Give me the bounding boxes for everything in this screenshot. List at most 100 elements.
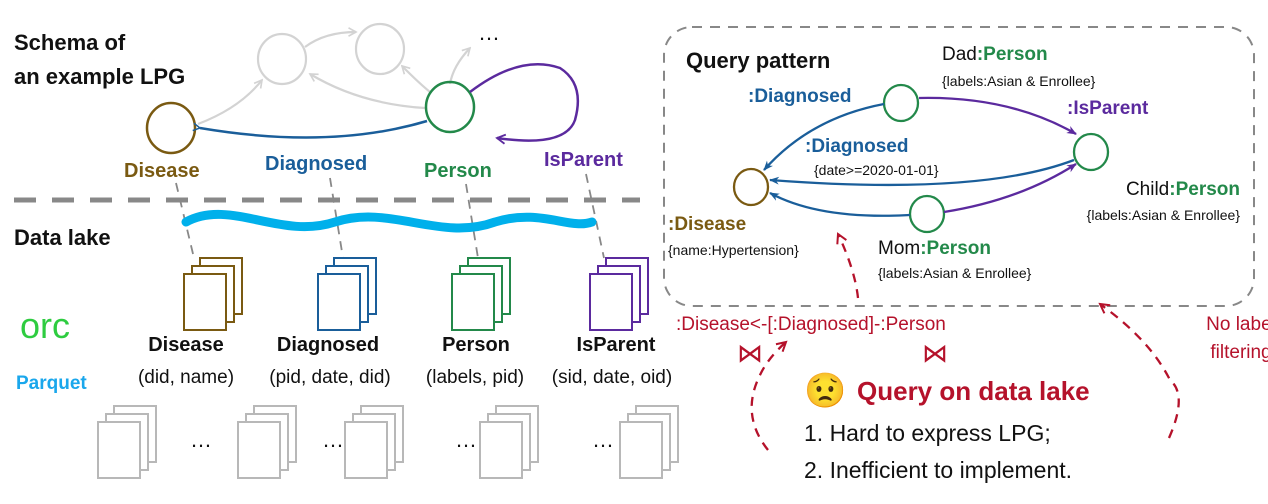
schema-label-disease: Disease [124, 160, 200, 182]
file-page-icon [183, 273, 227, 331]
query-label-diagnosed-1: :Diagnosed [748, 86, 851, 107]
table-name-person: Person [442, 334, 510, 356]
mom-type: :Person [920, 238, 991, 259]
lake-wave [181, 209, 597, 233]
mom-var: Mom [878, 238, 920, 259]
query-label-child: Child:Person [1126, 179, 1240, 200]
more-ellipsis-4: … [592, 427, 614, 452]
query-props-mom: {labels:Asian & Enrollee} [878, 265, 1032, 281]
red-arrow-to-disease-pattern [838, 234, 860, 299]
file-stack-disease-icon [183, 257, 243, 331]
ghost-edge-node1-to-node2 [304, 32, 356, 48]
table-columns-person: (labels, pid) [426, 367, 524, 388]
schema-label-diagnosed: Diagnosed [265, 153, 367, 175]
file-stack-diagnosed-icon [317, 257, 377, 331]
schema-section: Schema of an example LPG … Disease Diagn… [14, 20, 623, 182]
file-stack-person-icon [451, 257, 511, 331]
more-file-stacks [97, 405, 679, 479]
dad-var: Dad [942, 44, 977, 65]
join-symbol-1: ⋈ [737, 338, 763, 368]
no-label-line1: No label [1206, 314, 1268, 335]
red-arrow-to-join-expr [750, 342, 786, 451]
ghost-edge-person-to-node2 [402, 66, 431, 93]
problem-title: Query on data lake [857, 376, 1090, 406]
file-stack-isparent-icon [589, 257, 649, 331]
file-page-icon [317, 273, 361, 331]
query-edge-mom-diagnosed [769, 191, 911, 217]
more-ellipsis-2: … [322, 427, 344, 452]
file-page-icon [479, 421, 523, 479]
mapping-line-person [465, 183, 479, 259]
query-label-mom: Mom:Person [878, 238, 991, 259]
file-stack-more-icon [479, 405, 539, 479]
query-label-dad: Dad:Person [942, 44, 1048, 65]
more-ellipsis-3: … [455, 427, 477, 452]
mapping-line-isparent [585, 173, 605, 259]
file-page-icon [97, 421, 141, 479]
format-orc-logo: orc [20, 305, 70, 346]
file-stack-more-icon [344, 405, 404, 479]
dad-type: :Person [977, 44, 1048, 65]
schema-node-person [424, 80, 476, 134]
ghost-node-2 [354, 22, 406, 76]
problem-item-1: 1. Hard to express LPG; [804, 420, 1051, 446]
query-edge-dad-diagnosed [763, 102, 885, 171]
query-node-child [1072, 132, 1110, 172]
more-ellipsis-1: … [190, 427, 212, 452]
query-label-isparent: :IsParent [1067, 98, 1149, 119]
query-pattern-panel: Query pattern Dad:Person {labels:Asian &… [663, 26, 1255, 307]
data-lake-problem: :Disease<-[:Diagnosed]-:Person ⋈ ⋈ No la… [676, 234, 1268, 483]
file-page-icon [451, 273, 495, 331]
format-parquet-logo: Parquet [16, 373, 87, 394]
query-pattern-frame [663, 26, 1255, 307]
schema-title-line2: an example LPG [14, 64, 185, 89]
query-pattern-title: Query pattern [686, 48, 830, 73]
file-stack-more-icon [97, 405, 157, 479]
query-props-diagnosed-2: {date>=2020-01-01} [814, 162, 939, 178]
ghost-edge-person-up [448, 48, 470, 85]
query-label-diagnosed-2: :Diagnosed [805, 136, 908, 157]
file-stack-more-icon [237, 405, 297, 479]
query-edge-child-diagnosed [769, 158, 1075, 187]
table-columns-disease: (did, name) [138, 367, 234, 388]
schema-edge-isparent [469, 62, 580, 140]
schema-edge-diagnosed [200, 119, 428, 139]
query-label-disease: :Disease [668, 214, 746, 235]
schema-label-person: Person [424, 160, 492, 182]
problem-item-2: 2. Inefficient to implement. [804, 457, 1072, 483]
ghost-subgraph [197, 22, 470, 126]
file-page-icon [619, 421, 663, 479]
red-arrow-no-label-filtering [1100, 304, 1180, 439]
table-columns-isparent: (sid, date, oid) [552, 367, 672, 388]
query-edge-dad-isparent-child [918, 96, 1077, 135]
ghost-edge-person-to-node1 [310, 73, 426, 110]
ghost-edge-disease-to-node1 [197, 80, 262, 126]
file-page-icon [237, 421, 281, 479]
child-var: Child [1126, 179, 1169, 200]
data-lake-title: Data lake [14, 225, 111, 250]
table-file-stacks [183, 257, 649, 331]
join-expression: :Disease<-[:Diagnosed]-:Person [676, 314, 946, 335]
table-columns-diagnosed: (pid, date, did) [269, 367, 390, 388]
schema-node-disease [145, 101, 197, 155]
schema-ellipsis: … [478, 20, 500, 45]
table-name-diagnosed: Diagnosed [277, 334, 379, 356]
query-props-child: {labels:Asian & Enrollee} [1087, 207, 1241, 223]
file-stack-more-icon [619, 405, 679, 479]
table-name-isparent: IsParent [577, 334, 656, 356]
file-page-icon [589, 273, 633, 331]
data-lake-section: Data lake orc Parquet Disease Diagnosed … [14, 209, 679, 479]
query-node-mom [908, 194, 946, 234]
query-props-disease: {name:Hypertension} [668, 242, 799, 258]
schema-title-line1: Schema of [14, 30, 126, 55]
no-label-line2: filtering [1210, 342, 1268, 363]
schema-label-isparent: IsParent [544, 149, 623, 171]
query-edge-mom-isparent-child [943, 163, 1077, 214]
ghost-node-1 [256, 32, 308, 86]
join-symbol-2: ⋈ [922, 338, 948, 368]
query-node-disease [732, 167, 770, 207]
file-page-icon [344, 421, 388, 479]
table-name-disease: Disease [148, 334, 224, 356]
child-type: :Person [1169, 179, 1240, 200]
